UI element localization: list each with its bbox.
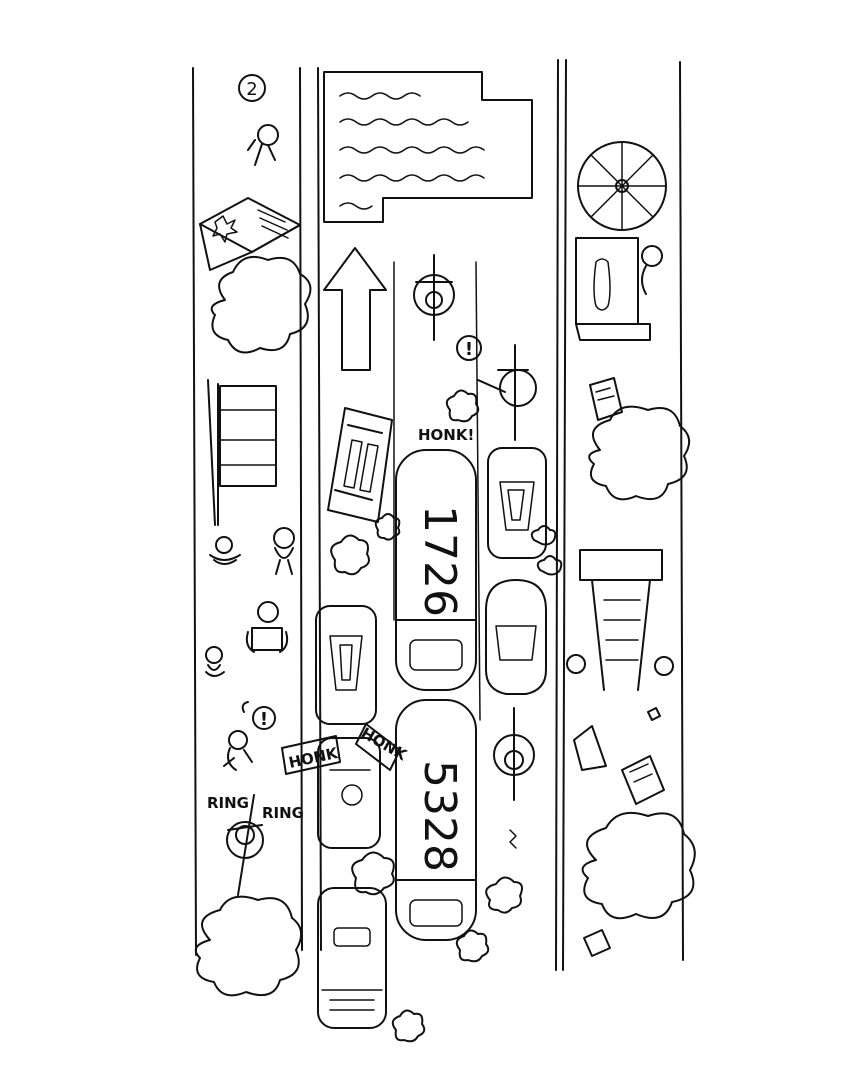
tree-canopy-right-bottom <box>581 812 696 920</box>
market-umbrella <box>577 141 667 231</box>
honk-text-right: HONK <box>358 724 411 765</box>
ring-text-right: RING <box>262 804 304 822</box>
car-angled-left <box>327 407 393 523</box>
honk-puff-top <box>445 389 480 423</box>
scooter-rider <box>493 707 535 849</box>
honk-bubble-left <box>281 735 341 775</box>
sandwich-board-sign <box>573 725 607 771</box>
ring-text-left: RING <box>207 794 249 812</box>
bus-5328: 5328 <box>395 699 477 941</box>
flyer-paper-top <box>589 377 623 421</box>
exclaim-text-left: ! <box>260 709 268 730</box>
bus-5328-number: 5328 <box>414 760 465 872</box>
exhaust-puffs-bottom <box>351 851 523 1043</box>
car-right-lane-top <box>487 447 547 559</box>
tree-canopy-left-bottom <box>194 895 303 997</box>
panel-number-text: 2 <box>246 79 257 100</box>
dropped-cup-icon <box>647 707 661 721</box>
exhaust-puffs-mid <box>330 513 563 576</box>
van-bottom-left <box>317 887 387 1029</box>
cyclist-falling <box>477 344 537 441</box>
exclaim-bubble-left: ! <box>252 706 276 730</box>
newspaper-on-ground <box>621 755 665 805</box>
cyclist-ringing-bell <box>226 794 264 896</box>
billboard-sign <box>323 71 533 223</box>
road-lines <box>192 59 684 971</box>
food-vendor-cart <box>575 237 663 341</box>
car-left-lane-mid <box>315 605 377 725</box>
exclaim-text-top: ! <box>465 339 473 360</box>
bus-1726-number: 1726 <box>414 505 465 617</box>
road-arrow-up-icon <box>323 247 387 371</box>
tree-canopy-left-top <box>210 256 312 354</box>
subway-entrance <box>566 549 674 691</box>
honk-text-top: HONK! <box>418 426 474 444</box>
person-reading-newspaper <box>245 601 289 653</box>
honk-bubble-right <box>355 723 401 771</box>
person-walking-topleft <box>247 124 279 166</box>
person-walking-left-mid <box>205 646 225 677</box>
cyclist-top-lane <box>413 254 455 341</box>
convertible-car-honking <box>317 737 381 849</box>
person-sitting-left <box>209 536 241 565</box>
exclaim-bubble-top: ! <box>456 335 482 361</box>
panel-number-badge: 2 <box>238 74 266 102</box>
bus-stop-sign <box>207 379 277 526</box>
trash-can-tipped <box>583 929 611 957</box>
open-book-icon <box>199 197 301 271</box>
person-standing-left <box>273 527 295 575</box>
tree-canopy-right-top <box>588 405 691 501</box>
bus-1726: 1726 <box>395 449 477 691</box>
sports-car-right-lane <box>485 579 547 695</box>
person-surprised-left <box>223 701 253 771</box>
